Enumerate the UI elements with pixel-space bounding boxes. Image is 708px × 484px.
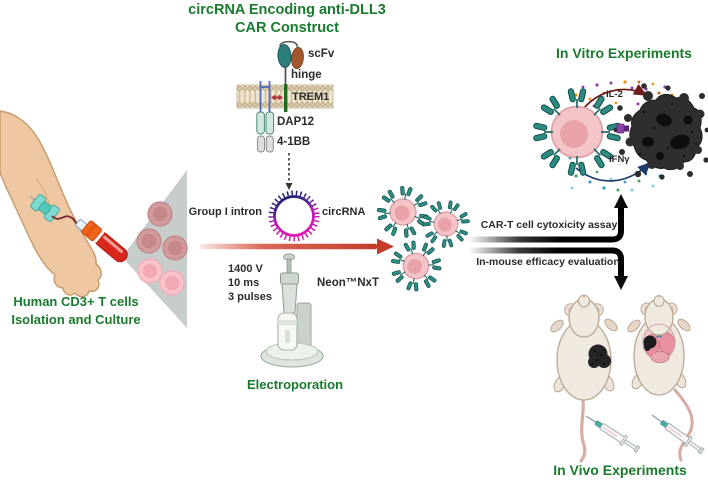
tumor-cell [613, 83, 708, 180]
construct-title-line1: circRNA Encoding anti-DLL3 [188, 2, 386, 18]
transfection-arrow [200, 238, 394, 255]
electroporation-voltage: 1400 V [228, 263, 263, 275]
double-arrow-icon [271, 94, 283, 101]
electroporation-pulse-width: 10 ms [228, 277, 260, 289]
group-i-intron-label: Group I intron [188, 206, 262, 218]
il2-label: IL-2 [606, 89, 623, 100]
t-cell [136, 228, 162, 254]
car-t-cells-group [377, 186, 475, 301]
branch-arrow-top [470, 194, 628, 243]
flank-tumor [588, 344, 611, 368]
trem1-bar [284, 84, 288, 112]
ifng-label: IFNγ [609, 154, 630, 165]
branch-arrow-bottom [470, 247, 628, 290]
syringe-left [582, 410, 642, 456]
blood-collection-tube [81, 220, 128, 263]
circrna-label: circRNA [322, 206, 366, 218]
il2-arrow [583, 84, 648, 109]
dap12-transmembrane [259, 81, 271, 112]
electroporator-device [260, 253, 324, 368]
dap12-label: DAP12 [277, 116, 315, 128]
car-construct-diagram [236, 40, 334, 190]
target-antigen-connector [616, 123, 629, 134]
cytotoxicity-assay-label: CAR-T cell cytoxicity assay [480, 219, 618, 231]
construct-title-line2: CAR Construct [235, 20, 339, 36]
left-caption-line2: Isolation and Culture [11, 312, 141, 327]
t-cell [137, 258, 163, 284]
circrna-ring [268, 190, 320, 242]
lung-tumor [643, 335, 657, 351]
device-name-label: Neon™NxT [317, 277, 379, 289]
costim-label: 4-1BB [277, 136, 311, 148]
scfv-loop [279, 40, 298, 48]
dashed-arrow [285, 153, 293, 190]
scfv-label: scFv [308, 48, 335, 60]
mouse-organ-view [627, 294, 694, 462]
t-cell [147, 201, 173, 227]
iv-needle-band [29, 194, 88, 232]
costim-domains [257, 135, 274, 153]
isolated-t-cells [136, 201, 188, 296]
in-vitro-title: In Vitro Experiments [556, 45, 692, 61]
electroporation-pulses: 3 pulses [228, 291, 273, 303]
in-vivo-title: In Vivo Experiments [553, 462, 687, 478]
left-caption-line1: Human CD3+ T cells [13, 294, 139, 309]
electroporation-caption: Electroporation [246, 377, 344, 392]
arm-illustration [0, 110, 102, 298]
trem1-label: TREM1 [292, 91, 330, 103]
mouse-flank-tumor [550, 294, 618, 463]
efficacy-evaluation-label: In-mouse efficacy evaluation [476, 256, 620, 268]
hinge-label: hinge [291, 69, 322, 81]
car-t-cell-large [532, 87, 622, 177]
t-cell [159, 270, 185, 296]
syringe-right [648, 409, 707, 457]
t-cell [162, 235, 188, 261]
dap12-domains [256, 111, 275, 135]
scfv-icon [277, 44, 304, 69]
